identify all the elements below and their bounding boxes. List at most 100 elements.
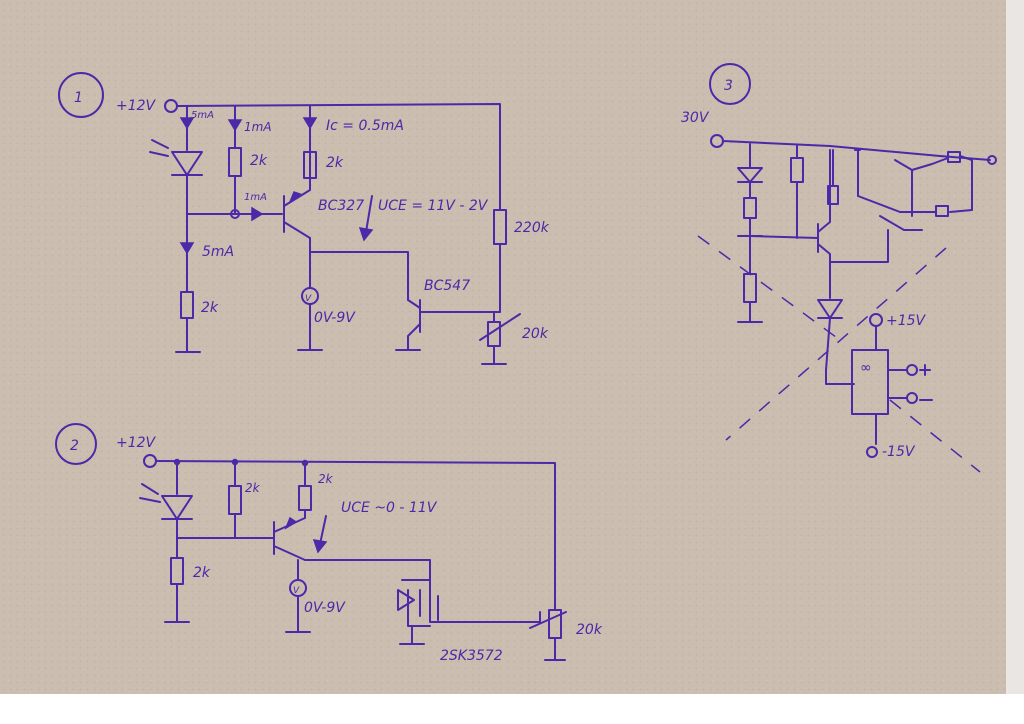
circuit-3-resistor-4 — [827, 185, 839, 205]
circuit-1: 1 +12V 5mA 5mA 2k 1mA 2k 1mA BC327 — [58, 72, 550, 365]
circuit-2-r3-label: 2k — [193, 565, 211, 581]
circuit-1-meter-label: 0V-9V — [314, 310, 356, 326]
circuit-2-vce-arrow — [319, 515, 327, 545]
circuit-3-dashed-line-1 — [697, 235, 841, 341]
circuit-1-number-circle — [58, 72, 104, 118]
circuit-3-resistor-6 — [935, 205, 949, 217]
circuit-3-transistor-1 — [817, 149, 831, 263]
circuit-1-top-rail — [176, 103, 501, 211]
circuit-1-supply-label: +12V — [116, 98, 157, 114]
circuit-1-bias-label: 220k — [514, 220, 550, 236]
circuit-3: 3 30V ∞ +15V — [681, 63, 997, 473]
circuit-1-pnp — [283, 105, 311, 239]
circuit-3-supply-terminal — [710, 134, 724, 148]
circuit-2-pot-label: 20k — [576, 622, 603, 638]
circuit-1-current-arrow — [179, 117, 195, 130]
circuit-3-dashed-line-2 — [725, 247, 947, 441]
circuit-2-supply-terminal — [143, 454, 157, 468]
circuit-1-base-arrow — [251, 206, 264, 222]
circuit-1-base-current: 1mA — [244, 192, 267, 203]
circuit-3-neg-terminal — [866, 446, 878, 458]
circuit-1-wire — [407, 299, 421, 309]
circuit-2-resistor-r3 — [170, 557, 184, 585]
circuit-3-out-plus — [906, 364, 918, 376]
circuit-3-number: 3 — [724, 78, 733, 94]
circuit-2-fet-label: 2SK3572 — [440, 648, 503, 664]
circuit-2-voltmeter-symbol: V — [293, 586, 300, 596]
circuit-1-ic-arrow — [302, 117, 318, 130]
circuit-3-output-terminal — [987, 155, 997, 165]
circuit-2-transistor — [273, 509, 306, 561]
circuit-1-lower-current: 5mA — [202, 244, 234, 260]
circuit-3-transistor-2 — [894, 157, 949, 217]
circuit-2-vce-label: UCE ~0 - 11V — [341, 500, 438, 516]
circuit-3-diode-2 — [817, 261, 843, 319]
circuit-2-resistor-r2 — [298, 485, 312, 511]
circuit-1-r3-label: 2k — [201, 300, 219, 316]
circuit-1-1ma-arrow — [227, 119, 243, 132]
circuit-2-ground-2 — [285, 595, 311, 633]
circuit-2-vce-arrowhead — [312, 539, 328, 554]
circuit-2-led-light-icon — [139, 483, 161, 503]
circuit-1-vce-label: UCE = 11V - 2V — [378, 198, 489, 214]
circuit-3-number-circle — [709, 63, 751, 105]
circuit-3-resistor-1 — [743, 197, 757, 219]
circuit-2-resistor-r1 — [228, 485, 242, 515]
circuit-3-dashed-line-3 — [889, 399, 981, 473]
circuit-1-npn-label: BC547 — [424, 278, 470, 294]
circuit-2-transistor-arrow — [284, 516, 298, 530]
circuit-1-lower-current-arrow — [179, 242, 195, 255]
circuit-2-ground-4 — [544, 637, 566, 661]
circuit-1-resistor-r1 — [228, 147, 242, 177]
circuit-2-top-rail — [155, 460, 556, 611]
circuit-1-ground-3 — [481, 311, 507, 365]
circuit-2-number-circle — [55, 423, 97, 465]
circuit-1-pot-wiper — [479, 313, 521, 341]
circuit-2-supply-label: +12V — [116, 435, 157, 451]
circuit-1-number: 1 — [74, 90, 83, 106]
circuit-3-pos-rail: +15V — [886, 313, 927, 329]
circuit-2-zener — [397, 589, 415, 611]
circuit-3-resistor-2 — [743, 273, 757, 303]
circuit-2-r2-label: 2k — [318, 472, 334, 486]
circuit-1-r2-label: 2k — [326, 155, 344, 171]
circuit-1-pnp-label: BC327 — [318, 198, 364, 214]
circuit-2-wire — [304, 559, 431, 581]
circuit-1-collector-resistor — [303, 151, 317, 179]
circuit-3-pos-terminal — [869, 313, 883, 327]
circuit-1-vce-arrowhead — [358, 227, 374, 242]
circuit-1-bias-resistor — [493, 209, 507, 245]
circuit-1-led-current: 5mA — [191, 110, 214, 121]
circuit-1-r-current: 1mA — [244, 120, 272, 134]
circuit-1-ground-2 — [297, 303, 323, 351]
circuit-3-output-polarity-marks — [919, 364, 933, 401]
circuit-1-supply-terminal — [164, 99, 178, 113]
circuit-3-transistor-3 — [829, 215, 923, 263]
circuit-2-r1-label: 2k — [245, 481, 261, 495]
circuit-2-fet-drain — [401, 579, 541, 623]
circuit-2-fet — [419, 589, 439, 621]
circuit-3-wire — [749, 181, 819, 239]
circuit-3-resistor-3 — [790, 157, 804, 183]
circuit-1-wire — [309, 251, 409, 301]
circuit-3-diode-1 — [737, 143, 763, 183]
circuit-1-led — [171, 151, 203, 176]
scanner-edge — [1006, 0, 1024, 694]
circuit-1-vce-arrow — [365, 195, 373, 233]
circuit-3-ground-1 — [737, 301, 763, 323]
circuit-2-ground-1 — [164, 583, 190, 623]
circuit-1-pot-label: 20k — [522, 326, 549, 342]
circuit-2: 2 +12V 2k 2k 2k UCE ~0 - 11V — [55, 423, 603, 664]
circuit-1-voltmeter-symbol: V — [305, 294, 312, 304]
circuit-3-opamp — [851, 349, 889, 415]
circuit-3-supply-label: 30V — [681, 110, 710, 126]
circuit-2-led — [161, 495, 193, 520]
circuit-1-pnp-arrow — [288, 191, 302, 205]
circuit-2-pot-wiper — [529, 611, 567, 629]
circuit-2-number: 2 — [70, 438, 79, 454]
paper-sheet — [0, 0, 1006, 694]
circuit-3-wire — [949, 155, 973, 213]
circuit-3-opamp-symbol: ∞ — [860, 360, 872, 376]
circuit-1-resistor-r3 — [180, 291, 194, 319]
